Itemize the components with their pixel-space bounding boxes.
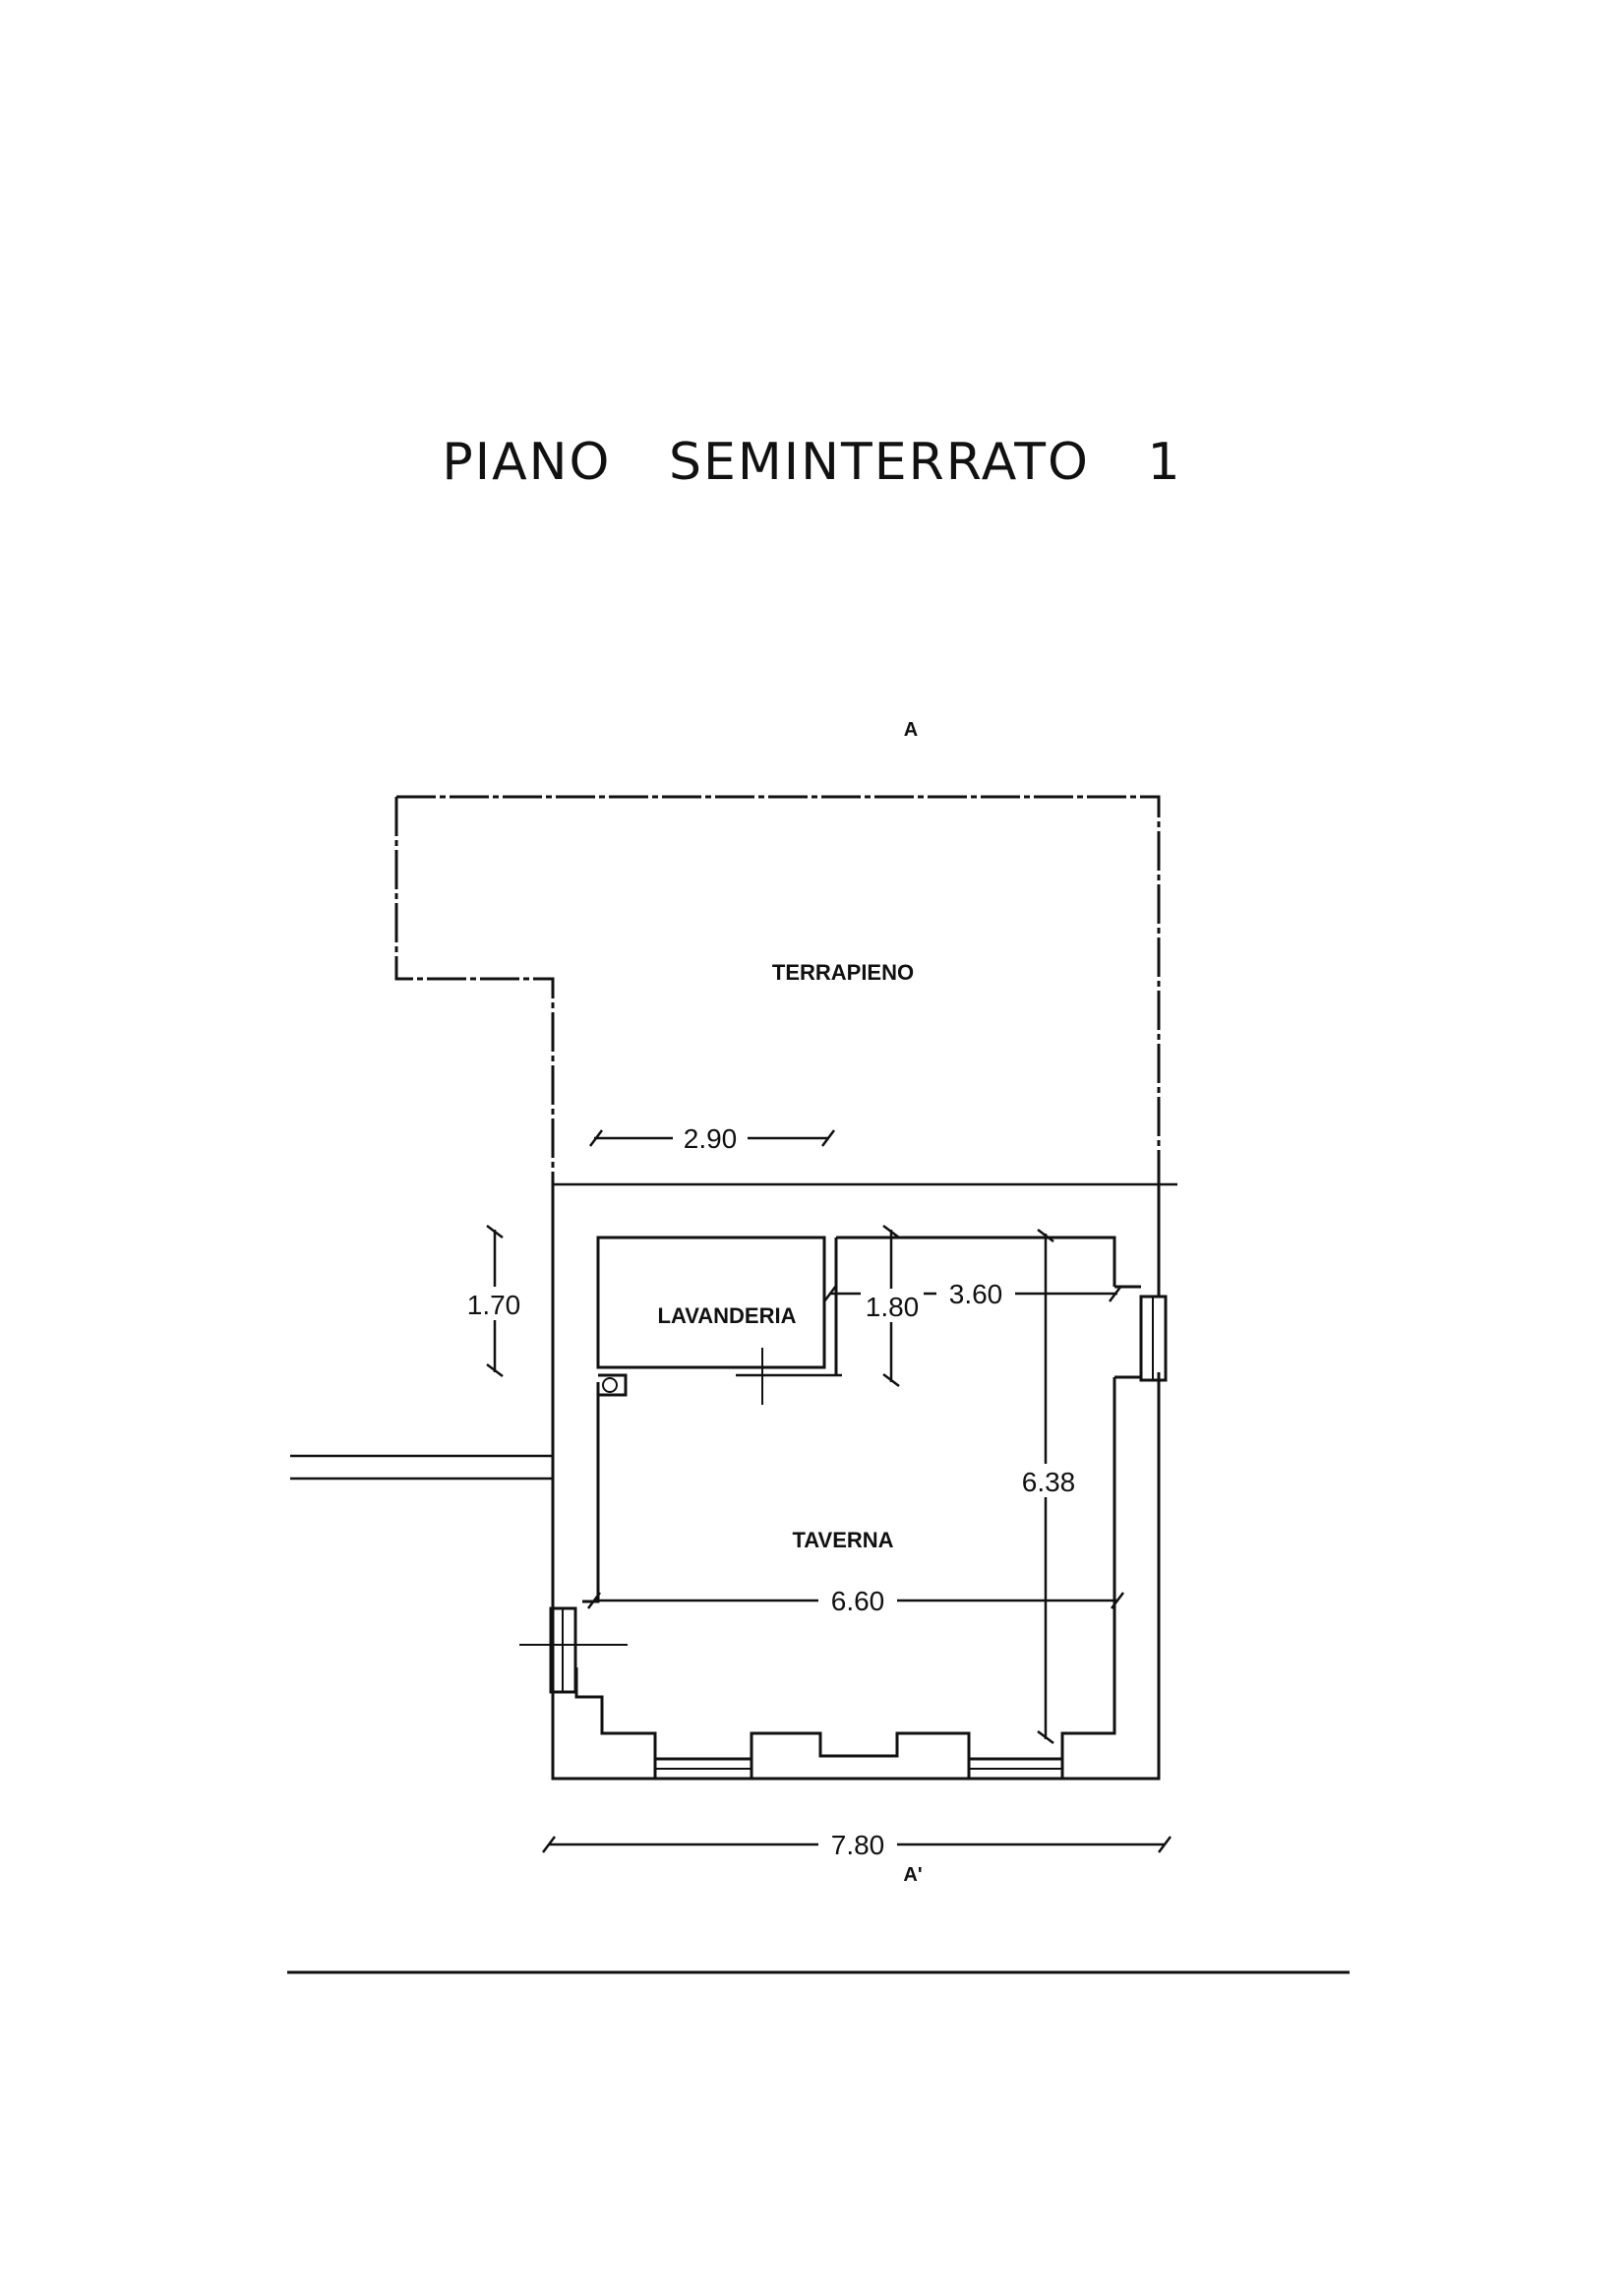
dim-label-taverna-height: 6.38 xyxy=(1022,1467,1076,1497)
outer-wall xyxy=(551,1184,1161,1781)
label-bg-638 xyxy=(1009,1464,1088,1497)
dim-tick-side-t xyxy=(486,1225,504,1239)
dim-tick-upper-l xyxy=(823,1285,837,1302)
dim-tick-lavanderia-b xyxy=(882,1373,900,1387)
dim-label-terrapieno-width: 2.90 xyxy=(684,1123,738,1154)
floor-drain-icon xyxy=(602,1377,618,1393)
dim-tick-taverna-w-r xyxy=(1111,1592,1124,1609)
taverna-inner-wall xyxy=(574,1236,1116,1761)
label-bg-660 xyxy=(818,1584,897,1615)
dim-label-overall-width: 7.80 xyxy=(831,1830,885,1860)
dim-tick-upper-r xyxy=(1109,1285,1122,1302)
terrapieno-outline xyxy=(394,795,1161,1190)
dim-label-lavanderia-height: 1.80 xyxy=(866,1292,920,1322)
room-label-terrapieno: TERRAPIENO xyxy=(772,960,914,985)
dim-tick-taverna-h-t xyxy=(1037,1229,1054,1242)
dim-tick-overall-r xyxy=(1158,1836,1172,1853)
dim-tick-terrapieno-l xyxy=(589,1129,603,1147)
label-bg-180 xyxy=(861,1289,924,1322)
section-mark-top: A xyxy=(904,719,918,741)
plan-title: PIANO SEMINTERRATO 1 xyxy=(442,433,1182,492)
dim-tick-lavanderia-t xyxy=(882,1225,900,1239)
label-bg-780 xyxy=(818,1828,897,1859)
dim-label-taverna-width: 6.60 xyxy=(831,1586,885,1616)
dim-label-upper-width: 3.60 xyxy=(949,1279,1003,1309)
section-mark-bottom: A' xyxy=(903,1864,922,1886)
lavanderia-outline xyxy=(596,1236,826,1369)
dim-tick-taverna-h-b xyxy=(1037,1730,1054,1744)
window-right-jamb xyxy=(1114,1285,1141,1379)
label-bg-290 xyxy=(673,1121,748,1153)
label-bg-360 xyxy=(936,1277,1015,1308)
room-label-taverna: TAVERNA xyxy=(792,1528,893,1552)
dim-tick-terrapieno-r xyxy=(821,1129,835,1147)
label-bg-170 xyxy=(462,1287,527,1320)
dim-tick-side-b xyxy=(486,1363,504,1377)
dim-tick-taverna-w-l xyxy=(587,1592,601,1609)
dim-tick-overall-l xyxy=(542,1836,556,1853)
room-label-lavanderia: LAVANDERIA xyxy=(658,1303,797,1328)
dim-label-side-height: 1.70 xyxy=(467,1290,521,1320)
